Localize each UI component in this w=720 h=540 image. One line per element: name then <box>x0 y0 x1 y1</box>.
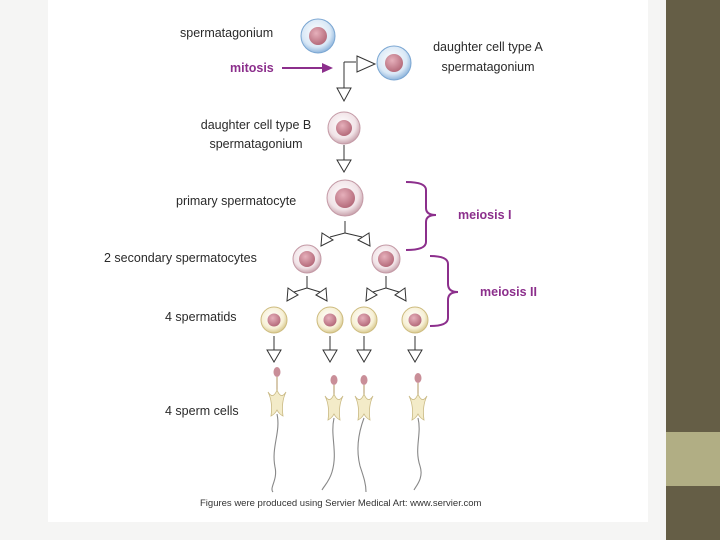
arrow-down <box>356 336 372 363</box>
arrow-down <box>336 145 352 173</box>
arrow-down <box>407 336 423 363</box>
label-primary-spermatocyte: primary spermatocyte <box>176 194 297 208</box>
label-meiosis-i: meiosis I <box>458 208 512 222</box>
slide-sidebar-accent <box>666 432 720 486</box>
mitosis-split-arrow <box>336 55 377 103</box>
arrow-down <box>266 336 282 363</box>
cell-spermatagonium <box>300 18 336 54</box>
sperm-cell <box>408 373 428 491</box>
sperm-cell <box>354 375 374 493</box>
label-spermatids: 4 spermatids <box>165 310 237 324</box>
mitosis-pointer-arrow <box>282 63 333 73</box>
meiosis-i-bracket <box>405 181 437 251</box>
label-secondary-spermatocytes: 2 secondary spermatocytes <box>104 251 257 265</box>
label-daughter-b-line1: daughter cell type B <box>200 118 312 132</box>
label-sperm-cells: 4 sperm cells <box>165 404 239 418</box>
label-daughter-b-line2: spermatagonium <box>209 137 303 151</box>
label-meiosis-ii: meiosis II <box>480 285 537 299</box>
label-daughter-a-line1: daughter cell type A <box>433 40 543 54</box>
sperm-cell <box>267 367 287 493</box>
cell-daughter-a <box>376 45 412 81</box>
arrow-down <box>322 336 338 363</box>
image-credit: Figures were produced using Servier Medi… <box>200 498 482 509</box>
meiosis-ii-split-arrow <box>286 276 328 302</box>
meiosis-ii-bracket <box>429 255 459 327</box>
meiosis-i-split-arrow <box>320 221 371 247</box>
diagram-panel <box>48 0 648 522</box>
label-spermatagonium: spermatagonium <box>180 26 274 40</box>
sperm-cell <box>321 375 344 491</box>
label-mitosis: mitosis <box>230 61 274 75</box>
cell-spermatid <box>401 306 429 334</box>
label-daughter-a-line2: spermatagonium <box>441 60 535 74</box>
cell-primary-spermatocyte <box>326 179 364 217</box>
meiosis-ii-split-arrow <box>365 276 407 302</box>
cell-secondary-spermatocyte <box>371 244 401 274</box>
cell-daughter-b <box>327 111 361 145</box>
cell-spermatid <box>316 306 344 334</box>
cell-spermatid <box>350 306 378 334</box>
cell-secondary-spermatocyte <box>292 244 322 274</box>
cell-spermatid <box>260 306 288 334</box>
